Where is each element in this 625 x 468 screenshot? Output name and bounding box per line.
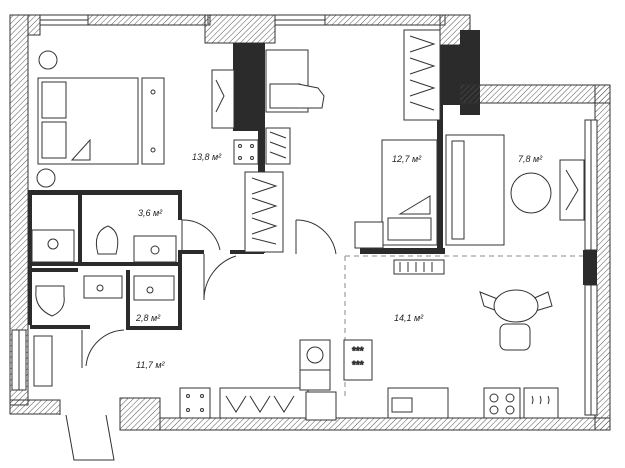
interior-walls: [28, 43, 597, 330]
kitchen-living-area: 14,1 м²: [394, 313, 424, 323]
door-swings: [59, 219, 337, 461]
windows: [11, 14, 598, 416]
living-room-area: 7,8 м²: [518, 154, 543, 164]
zone-lines: [344, 255, 583, 400]
living-room-furniture: [445, 134, 585, 351]
bedroom-2-area: 12,7 м²: [392, 154, 422, 164]
kitchen-fixtures: *** ***: [179, 339, 559, 421]
svg-text:***: ***: [352, 360, 364, 371]
bathroom-1-area: 3,6 м²: [138, 208, 163, 218]
bathroom-fixtures: [31, 225, 177, 387]
bedroom-1-furniture: [36, 50, 291, 253]
bedroom-2-furniture: [265, 29, 445, 275]
hall-area: 11,7 м²: [136, 360, 165, 370]
bathroom-2-area: 2,8 м²: [136, 313, 161, 323]
bedroom-1-area: 13,8 м²: [192, 152, 222, 162]
svg-text:***: ***: [352, 346, 364, 357]
